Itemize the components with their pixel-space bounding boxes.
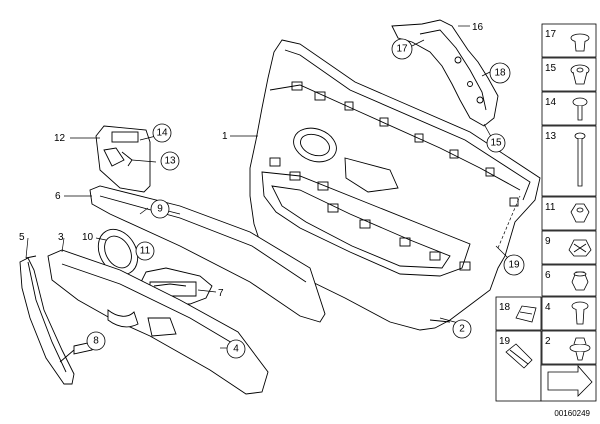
- svg-text:17: 17: [396, 44, 408, 55]
- callout-part-15: 15: [486, 133, 506, 153]
- svg-text:18: 18: [494, 68, 506, 79]
- sidebar-part-2: 2: [541, 330, 597, 365]
- callout-part-17: 17: [391, 38, 413, 60]
- switch-unit-drawing: [95, 125, 151, 193]
- diagram-reference-number: 00160249: [554, 409, 590, 418]
- label-part-7: 7: [218, 288, 224, 299]
- svg-text:11: 11: [545, 202, 556, 213]
- svg-text:19: 19: [508, 260, 520, 271]
- svg-text:18: 18: [499, 302, 511, 313]
- label-part-16: 16: [472, 22, 484, 33]
- svg-text:17: 17: [545, 29, 557, 40]
- svg-text:14: 14: [545, 97, 557, 108]
- svg-text:9: 9: [157, 204, 163, 215]
- label-part-12: 12: [54, 133, 66, 144]
- svg-text:4: 4: [233, 344, 239, 355]
- sidebar-part-17: 17: [541, 23, 597, 58]
- door-panel-drawing: [249, 39, 541, 331]
- svg-text:2: 2: [459, 324, 465, 335]
- bracket-drawing: [391, 19, 499, 127]
- callout-part-2: 2: [452, 319, 472, 339]
- svg-text:4: 4: [545, 302, 551, 313]
- arrow-graphic: [540, 364, 597, 402]
- sidebar-part-11: 11: [541, 196, 597, 231]
- trim-strip-drawing: [89, 185, 326, 323]
- svg-text:19: 19: [499, 336, 511, 347]
- callout-part-4: 4: [226, 339, 246, 359]
- callout-part-19: 19: [503, 254, 525, 276]
- callout-part-18: 18: [489, 62, 511, 84]
- svg-text:15: 15: [545, 63, 557, 74]
- svg-text:13: 13: [164, 156, 176, 167]
- sidebar-part-13: 13: [541, 125, 597, 197]
- label-part-10: 10: [82, 232, 94, 243]
- speaker-cover-drawing: [97, 228, 139, 276]
- label-part-5: 5: [19, 232, 25, 243]
- sidebar-part-15: 15: [541, 57, 597, 92]
- label-part-1: 1: [222, 131, 228, 142]
- svg-text:2: 2: [545, 336, 551, 347]
- sidebar-part-18: 18: [495, 296, 542, 331]
- callout-part-13: 13: [160, 151, 180, 171]
- sidebar-part-4: 4: [541, 296, 597, 331]
- svg-text:14: 14: [156, 128, 168, 139]
- sidebar-part-6: 6: [541, 264, 597, 297]
- sidebar-part-9: 9: [541, 230, 597, 265]
- svg-text:8: 8: [93, 336, 99, 347]
- pull-grip-drawing: [19, 255, 75, 385]
- svg-text:15: 15: [490, 138, 502, 149]
- armrest-trim-drawing: [47, 249, 269, 395]
- callout-part-9: 9: [150, 199, 170, 219]
- svg-text:6: 6: [545, 270, 551, 281]
- label-part-3: 3: [58, 232, 64, 243]
- svg-text:9: 9: [545, 236, 551, 247]
- callout-part-8: 8: [86, 331, 106, 351]
- callout-part-14: 14: [152, 123, 172, 143]
- sidebar-part-14: 14: [541, 91, 597, 126]
- sidebar-part-19: 19: [495, 330, 542, 402]
- callout-part-11: 11: [135, 241, 155, 261]
- sidebar-parts: 17 15 14 13: [495, 23, 597, 402]
- svg-text:13: 13: [545, 131, 557, 142]
- label-part-6: 6: [55, 191, 61, 202]
- svg-text:11: 11: [140, 246, 151, 257]
